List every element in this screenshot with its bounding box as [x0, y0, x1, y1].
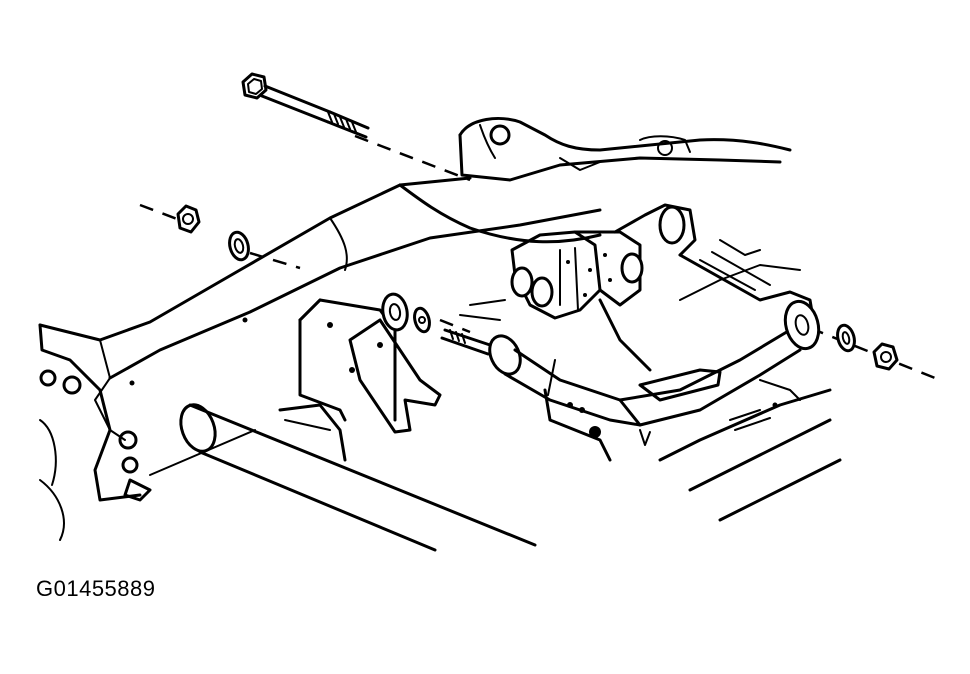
crossmember-tube [149, 403, 537, 552]
assembly-centerlines [139, 134, 936, 380]
upper-frame-bracket [458, 116, 792, 182]
pivot-bolt [241, 72, 370, 139]
upper-control-arm [488, 251, 821, 427]
nut-left [176, 204, 201, 234]
nut-right [872, 342, 899, 371]
lower-frame [543, 239, 842, 522]
frame-rail [38, 176, 602, 541]
figure-id-label: G01455889 [36, 576, 156, 601]
washer-left [228, 230, 250, 262]
washer-right [836, 323, 856, 353]
bolt-stub [440, 328, 492, 356]
shock-bracket [459, 203, 697, 321]
washer-center [413, 306, 431, 334]
frame-bracket [278, 292, 442, 462]
